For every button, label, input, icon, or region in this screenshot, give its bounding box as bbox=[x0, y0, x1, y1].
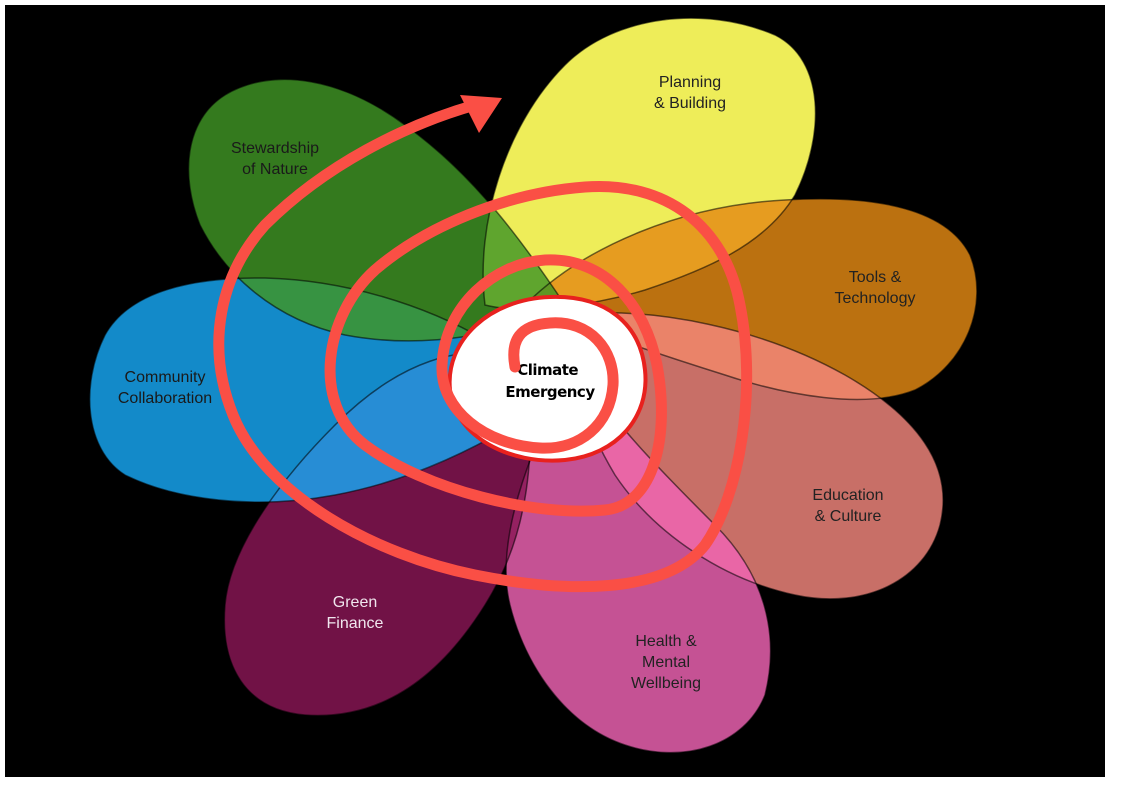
petal-label-line: & Building bbox=[654, 95, 726, 112]
spiral-arrow bbox=[213, 95, 753, 593]
petal-label-planning-building: Planning & Building bbox=[654, 74, 726, 112]
center-label: Climate Emergency bbox=[505, 361, 595, 401]
petal-label-line: of Nature bbox=[242, 161, 308, 178]
petal-health-mental-wellbeing bbox=[506, 365, 771, 753]
center-label-line-2: Emergency bbox=[505, 383, 595, 401]
petal-label-line: & Culture bbox=[815, 508, 882, 525]
spiral-arrowhead-icon bbox=[460, 95, 502, 133]
petal-label-line: Planning bbox=[659, 74, 721, 91]
petal-outline-stewardship-of-nature bbox=[187, 78, 567, 342]
petal-label-line: Health & bbox=[635, 633, 697, 650]
petal-outline-tools-technology bbox=[523, 198, 978, 401]
petal-label-line: Tools & bbox=[849, 269, 902, 286]
petal-outline-green-finance bbox=[223, 352, 531, 717]
petal-outline-education-culture bbox=[564, 312, 944, 600]
petal-label-line: Collaboration bbox=[118, 390, 212, 407]
petal-outline-planning-building bbox=[482, 17, 817, 310]
petal-label-line: Green bbox=[333, 594, 377, 611]
petal-stewardship-of-nature bbox=[188, 79, 565, 341]
petal-label-tools-technology: Tools & Technology bbox=[835, 269, 916, 307]
spiral-path bbox=[213, 99, 753, 593]
petal-label-line: Mental bbox=[642, 654, 690, 671]
petal-tools-technology bbox=[525, 198, 977, 400]
petal-label-line: Wellbeing bbox=[631, 675, 701, 692]
petals-layer bbox=[89, 18, 977, 753]
petal-label-line: Technology bbox=[835, 290, 916, 307]
petal-outlines bbox=[89, 17, 978, 754]
petal-label-line: Education bbox=[812, 487, 883, 504]
climate-emergency-flower-diagram: Climate Emergency Planning & BuildingTool… bbox=[89, 17, 978, 754]
center-label-line-1: Climate bbox=[517, 361, 578, 379]
petal-label-education-culture: Education & Culture bbox=[812, 487, 883, 525]
petal-label-line: Community bbox=[125, 369, 206, 386]
petal-label-stewardship-of-nature: Stewardship of Nature bbox=[231, 140, 319, 178]
petal-label-line: Stewardship bbox=[231, 140, 319, 157]
petal-label-line: Finance bbox=[327, 615, 384, 632]
petal-outline-health-mental-wellbeing bbox=[505, 363, 772, 754]
